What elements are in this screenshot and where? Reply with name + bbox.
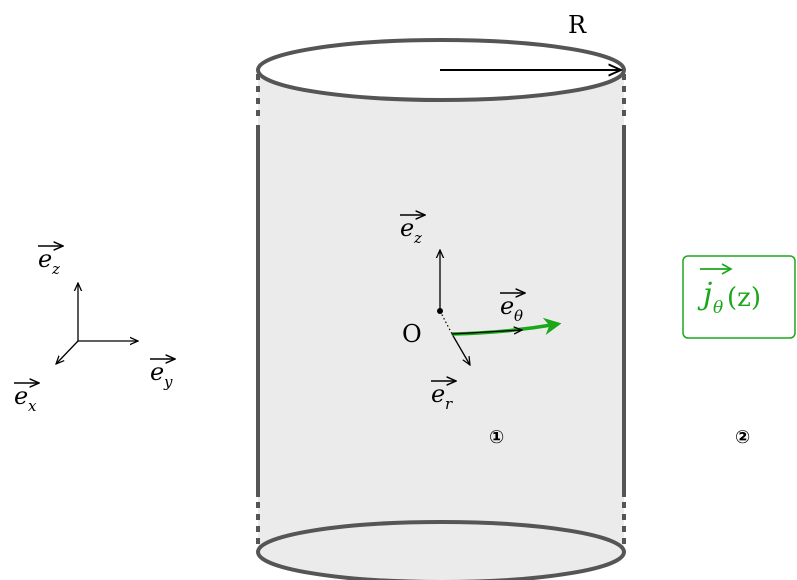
svg-text:(z): (z) [727,283,761,313]
local-basis: O e z e θ e r [400,214,562,413]
axis-z-label: e z [38,245,63,278]
current-density-label: j θ (z) [682,255,796,339]
svg-text:e: e [14,382,28,410]
svg-text:z: z [413,229,422,247]
local-er-label: e r [431,380,456,413]
svg-text:e: e [150,358,164,386]
axis-x-arrow [56,340,79,364]
local-er-arrow [451,333,470,365]
svg-text:z: z [51,260,60,278]
svg-text:e: e [400,214,414,242]
radial-guide-dotted [439,310,453,335]
axis-x-label: e x [14,382,39,415]
svg-text:θ: θ [514,307,523,325]
axis-y-label: e y [150,358,175,391]
region-outside-label: ② [735,427,750,448]
svg-text:e: e [500,292,514,320]
region-inside-label: ① [489,427,504,448]
global-axes: e z e y e x [14,245,175,415]
local-etheta-label: e θ [500,292,525,325]
radius-label: R [568,11,587,39]
svg-text:x: x [28,397,37,415]
cylinder-bottom-rim [255,520,627,580]
svg-text:θ: θ [713,298,723,318]
svg-text:r: r [445,395,453,413]
svg-text:e: e [38,245,52,273]
local-etheta-arrow [451,330,522,334]
cylinder-body [258,70,624,580]
svg-text:e: e [431,380,445,408]
origin-label: O [402,320,422,348]
local-ez-label: e z [400,214,425,247]
svg-text:y: y [163,373,173,391]
current-label-box [682,255,796,339]
